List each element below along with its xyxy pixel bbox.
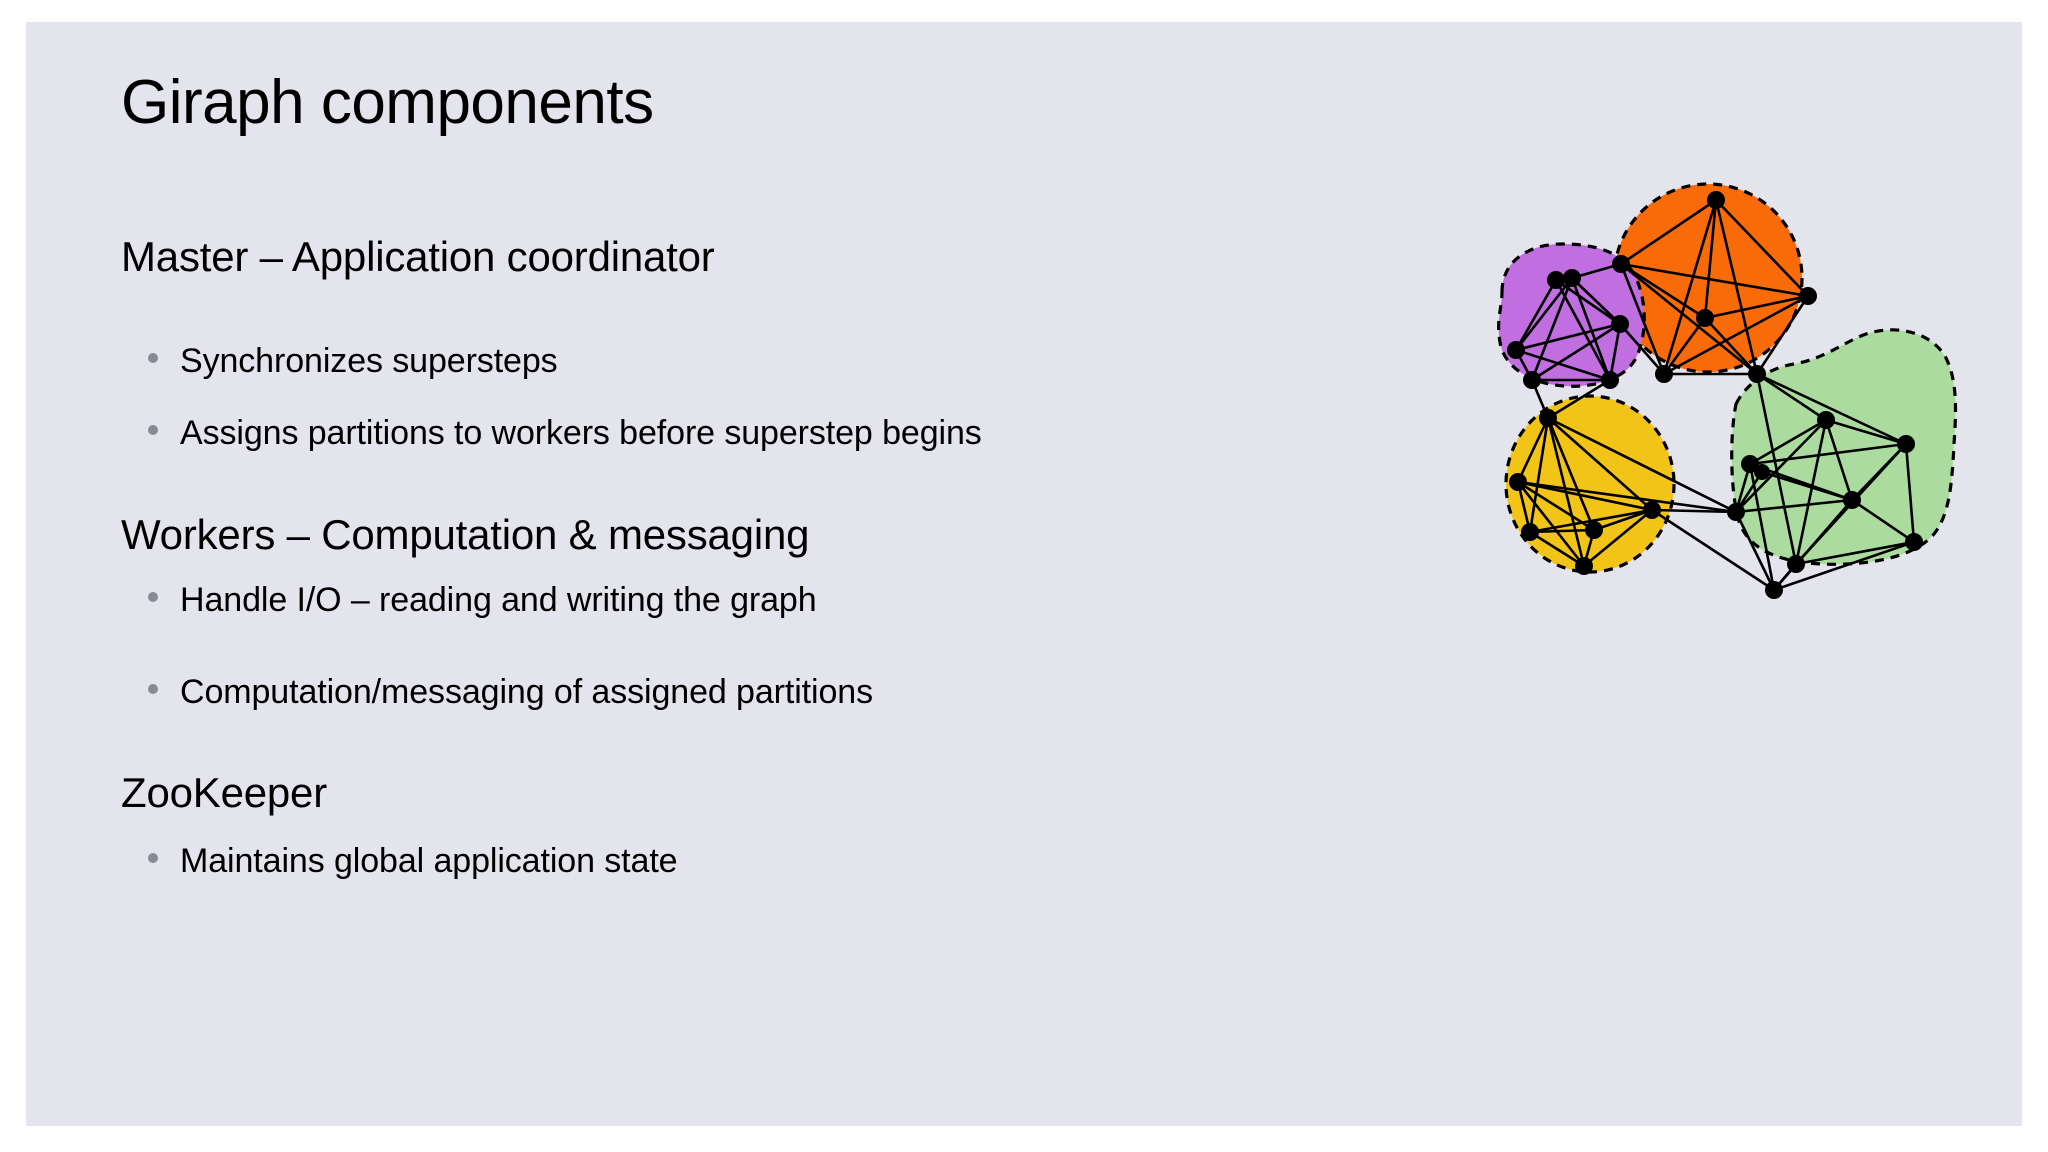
bullet-point-icon [148, 353, 158, 363]
graph-node [1655, 365, 1673, 383]
graph-node [1612, 255, 1630, 273]
graph-node [1643, 501, 1661, 519]
graph-node [1507, 341, 1525, 359]
graph-node [1897, 435, 1915, 453]
graph-node [1754, 464, 1770, 480]
slide-canvas: Giraph components Master – Application c… [26, 22, 2022, 1126]
graph-nodes [1507, 191, 1923, 599]
purple-partition-shape [1497, 242, 1646, 388]
slide-text-column: Giraph components Master – Application c… [26, 22, 1446, 1126]
graph-node [1727, 503, 1745, 521]
graph-node [1748, 365, 1766, 383]
bullet-synchronizes-supersteps: Synchronizes supersteps [148, 344, 558, 378]
bullet-label: Assigns partitions to workers before sup… [180, 414, 982, 452]
graph-node [1741, 455, 1759, 473]
bullet-maintains-global-state: Maintains global application state [148, 842, 678, 880]
bullet-label: Handle I/O – reading and writing the gra… [180, 581, 817, 619]
graph-node [1523, 371, 1541, 389]
graph-node [1696, 309, 1714, 327]
bullet-label: Maintains global application state [180, 842, 678, 880]
bullet-computation-messaging: Computation/messaging of assigned partit… [148, 675, 873, 709]
graph-node [1547, 271, 1565, 289]
green-partition-shape [1730, 328, 1958, 566]
bullet-assigns-partitions: Assigns partitions to workers before sup… [148, 416, 982, 450]
graph-node [1539, 409, 1557, 427]
section-heading-zookeeper: ZooKeeper [121, 769, 328, 816]
page-title: Giraph components [121, 68, 654, 137]
graph-node [1509, 473, 1527, 491]
bullet-point-icon [148, 425, 158, 435]
graph-node [1905, 533, 1923, 551]
bullet-point-icon [148, 592, 158, 602]
bullet-label: Computation/messaging of assigned partit… [180, 673, 873, 711]
partitioned-graph-diagram [1446, 152, 2006, 612]
graph-node [1707, 191, 1725, 209]
graph-node [1787, 555, 1805, 573]
graph-node [1611, 315, 1629, 333]
graph-node [1585, 521, 1603, 539]
bullet-label: Synchronizes supersteps [180, 342, 558, 380]
bullet-point-icon [148, 684, 158, 694]
bullet-handle-io: Handle I/O – reading and writing the gra… [148, 583, 817, 617]
section-heading-workers: Workers – Computation & messaging [121, 511, 810, 558]
graph-node [1799, 287, 1817, 305]
graph-node [1521, 523, 1539, 541]
bullet-point-icon [148, 853, 158, 863]
graph-node [1817, 411, 1835, 429]
graph-node [1765, 581, 1783, 599]
graph-node [1575, 557, 1593, 575]
graph-node [1563, 269, 1581, 287]
graph-edges [1514, 198, 1916, 592]
section-heading-master: Master – Application coordinator [121, 233, 715, 280]
graph-node [1601, 371, 1619, 389]
graph-node [1843, 491, 1861, 509]
